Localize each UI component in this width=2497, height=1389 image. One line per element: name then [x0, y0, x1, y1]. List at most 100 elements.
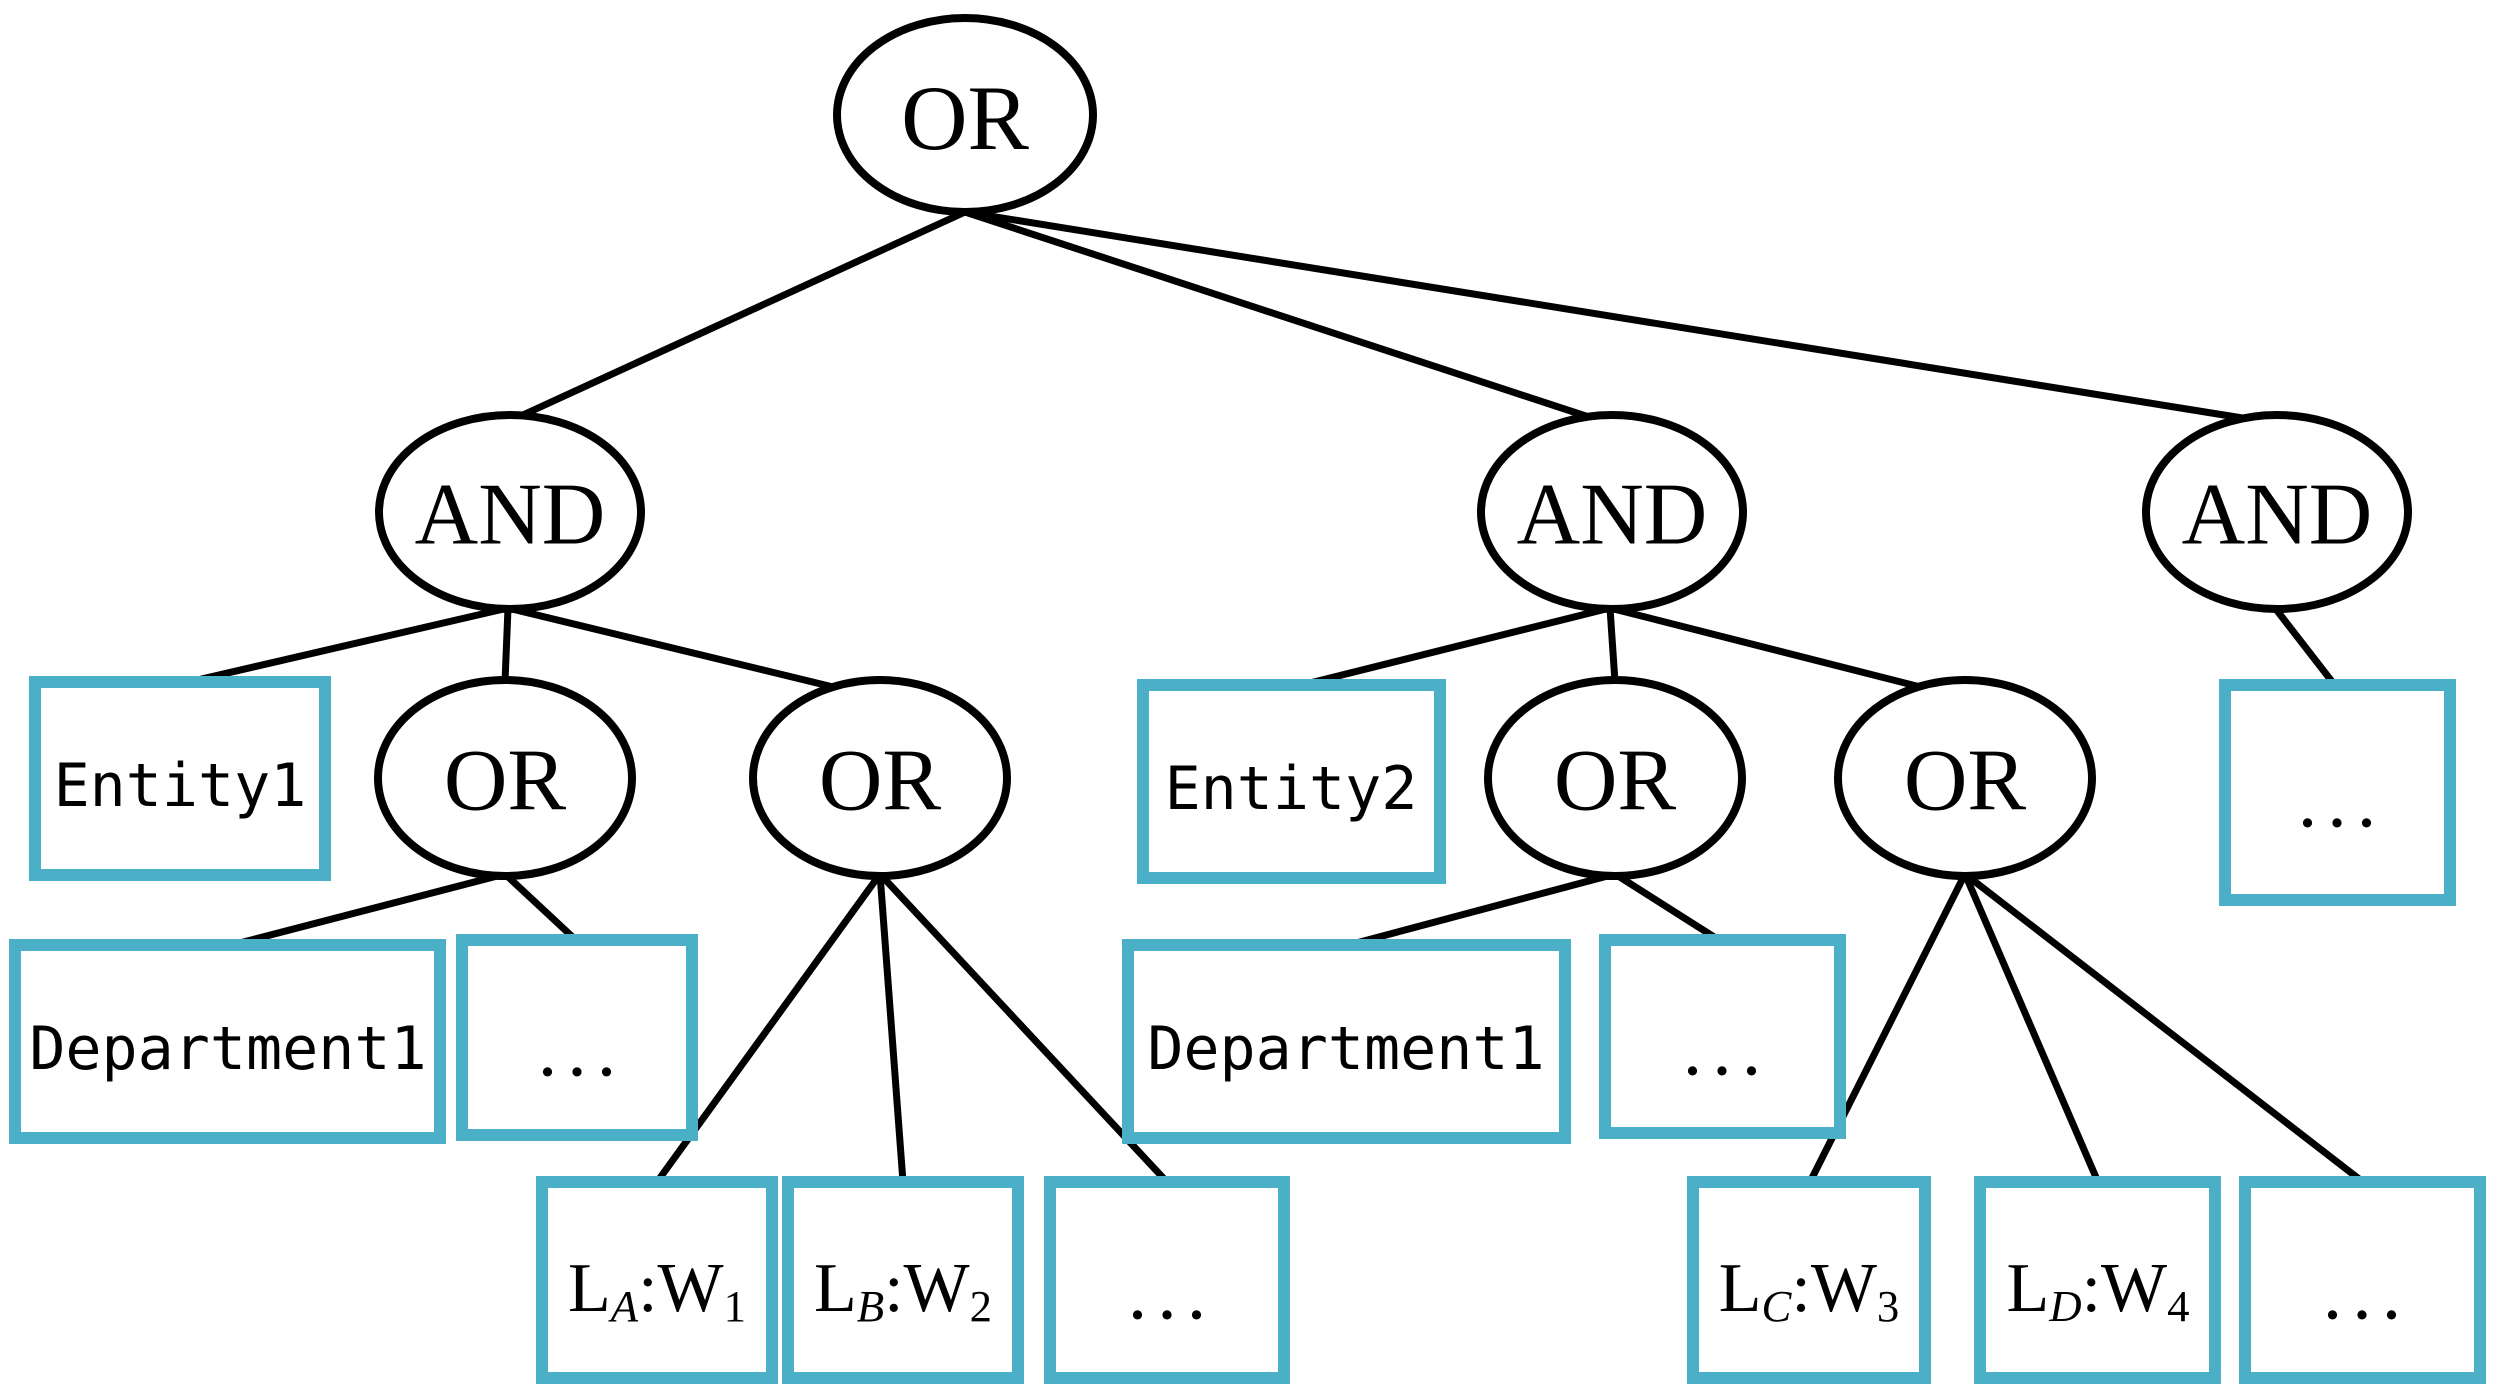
gate-and-mid[interactable]: AND: [1477, 411, 1747, 613]
edge-layer: [176, 208, 2367, 1186]
edge-and-left-entity1: [176, 604, 512, 688]
leaf-la-w1[interactable]: LA:W1: [536, 1176, 778, 1384]
leaf-la-w1-label: LA:W1: [568, 1250, 746, 1332]
leaf-lb-w2-sub1: B: [857, 1281, 884, 1331]
leaf-lc-w3-sep: :: [1791, 1250, 1810, 1327]
leaf-dots-right-mid-box[interactable]: [1599, 934, 1846, 1139]
gate-or-r1[interactable]: OR: [1484, 676, 1746, 880]
edge-or-r1-department1: [1341, 870, 1619, 950]
gate-and-mid-label: AND: [1517, 467, 1708, 564]
leaf-entity2-label: Entity2: [1165, 754, 1418, 824]
gate-and-right-label: AND: [2182, 467, 2373, 564]
leaf-department1-right-box[interactable]: [1122, 939, 1571, 1144]
edge-or-r1-dots: [1611, 870, 1726, 946]
gate-or-r2[interactable]: OR: [1834, 676, 2096, 880]
gate-or-l2[interactable]: OR: [749, 676, 1011, 880]
edge-root-and-right: [961, 208, 2259, 424]
gate-and-left-label: AND: [415, 467, 606, 564]
gate-or-l2-label: OR: [819, 733, 942, 830]
gate-or-r2-label: OR: [1904, 733, 2027, 830]
edge-or-r2-ld-w4: [1961, 870, 2102, 1186]
leaf-lc-w3-sub2: 3: [1877, 1281, 1899, 1331]
leaf-la-w1-box[interactable]: [536, 1176, 778, 1384]
leaf-lb-w2-base1: L: [814, 1250, 857, 1327]
leaf-entity2[interactable]: Entity2: [1137, 679, 1446, 884]
leaf-ld-w4-box[interactable]: [1974, 1176, 2221, 1384]
edge-and-left-or-l1: [501, 604, 512, 686]
gate-and-right[interactable]: AND: [2142, 411, 2412, 613]
leaf-ld-w4-base2: W: [2101, 1250, 2167, 1327]
leaf-lc-w3-label: LC:W3: [1719, 1250, 1900, 1332]
edge-root-and-left: [508, 208, 969, 424]
leaf-dots-left[interactable]: ...: [456, 934, 698, 1141]
leaf-dots-far-right-box[interactable]: [2219, 679, 2456, 906]
leaf-lc-w3-sub1: C: [1761, 1281, 1792, 1331]
leaf-entity1-box[interactable]: [29, 676, 331, 881]
gate-root-or-label: OR: [901, 67, 1029, 169]
leaf-department1-left[interactable]: Department1: [9, 939, 446, 1144]
leaf-dots-mid-label: ...: [1128, 1249, 1217, 1336]
edge-and-mid-or-r1: [1606, 604, 1619, 686]
leaf-dots-mid[interactable]: ...: [1044, 1176, 1290, 1384]
leaf-la-w1-sub2: 1: [724, 1281, 746, 1331]
leaf-department1-left-label: Department1: [29, 1014, 426, 1084]
leaf-dots-far-right-leaf-box[interactable]: [2239, 1176, 2486, 1384]
edge-or-l2-lb-w2: [876, 870, 907, 1186]
leaf-department1-right-label: Department1: [1147, 1014, 1544, 1084]
gate-and-mid-ellipse[interactable]: [1477, 411, 1747, 613]
leaf-dots-mid-box[interactable]: [1044, 1176, 1290, 1384]
leaf-dots-left-box[interactable]: [456, 934, 698, 1141]
leaf-lb-w2[interactable]: LB:W2: [782, 1176, 1024, 1384]
gate-or-l2-ellipse[interactable]: [749, 676, 1011, 880]
leaf-la-w1-base2: W: [658, 1250, 724, 1327]
leaf-dots-far-right[interactable]: ...: [2219, 679, 2456, 906]
leaf-dots-far-right-leaf-label: ...: [2323, 1249, 2412, 1336]
gate-root-or[interactable]: OR: [833, 14, 1097, 216]
gate-or-r1-label: OR: [1554, 733, 1677, 830]
leaf-lb-w2-box[interactable]: [782, 1176, 1024, 1384]
gate-and-left-ellipse[interactable]: [375, 411, 645, 613]
edge-and-right-dots: [2271, 604, 2341, 692]
leaf-ld-w4[interactable]: LD:W4: [1974, 1176, 2221, 1384]
leaf-lc-w3[interactable]: LC:W3: [1687, 1176, 1931, 1384]
leaf-lb-w2-sep: :: [884, 1250, 903, 1327]
leaf-entity2-box[interactable]: [1137, 679, 1446, 884]
leaf-department1-left-box[interactable]: [9, 939, 446, 1144]
gate-layer: OR AND AND AND OR OR: [374, 14, 2412, 880]
edge-or-r2-dots: [1961, 870, 2367, 1186]
edge-or-l1-dots: [501, 870, 582, 946]
leaf-dots-far-right-leaf[interactable]: ...: [2239, 1176, 2486, 1384]
gate-and-left[interactable]: AND: [375, 411, 645, 613]
leaf-ld-w4-sep: :: [2082, 1250, 2101, 1327]
edge-and-mid-or-r2: [1606, 604, 1952, 698]
leaf-ld-w4-label: LD:W4: [2006, 1250, 2189, 1332]
leaf-lc-w3-base2: W: [1811, 1250, 1877, 1327]
edge-or-l1-department1: [224, 870, 509, 950]
leaf-entity1-label: Entity1: [54, 751, 307, 821]
leaf-layer: Entity1 Department1 ... LA:W1 LB:W2: [9, 676, 2486, 1384]
leaf-la-w1-sub1: A: [608, 1281, 639, 1331]
leaf-dots-right-mid-label: ...: [1683, 1005, 1772, 1092]
leaf-lb-w2-base2: W: [904, 1250, 970, 1327]
gate-or-l1[interactable]: OR: [374, 676, 636, 880]
leaf-ld-w4-sub1: D: [2048, 1281, 2081, 1331]
leaf-ld-w4-sub2: 4: [2167, 1281, 2189, 1331]
edge-or-l2-dots: [876, 870, 1171, 1186]
leaf-lc-w3-base1: L: [1719, 1250, 1762, 1327]
leaf-dots-left-label: ...: [538, 1006, 627, 1093]
gate-root-or-ellipse[interactable]: [833, 14, 1097, 216]
gate-or-l1-label: OR: [444, 733, 567, 830]
leaf-dots-right-mid[interactable]: ...: [1599, 934, 1846, 1139]
gate-or-r1-ellipse[interactable]: [1484, 676, 1746, 880]
gate-or-r2-ellipse[interactable]: [1834, 676, 2096, 880]
leaf-ld-w4-base1: L: [2006, 1250, 2049, 1327]
leaf-lc-w3-box[interactable]: [1687, 1176, 1931, 1384]
gate-and-right-ellipse[interactable]: [2142, 411, 2412, 613]
leaf-entity1[interactable]: Entity1: [29, 676, 331, 881]
gate-or-l1-ellipse[interactable]: [374, 676, 636, 880]
leaf-department1-right[interactable]: Department1: [1122, 939, 1571, 1144]
leaf-dots-far-right-label: ...: [2298, 757, 2387, 844]
leaf-la-w1-sep: :: [638, 1250, 657, 1327]
